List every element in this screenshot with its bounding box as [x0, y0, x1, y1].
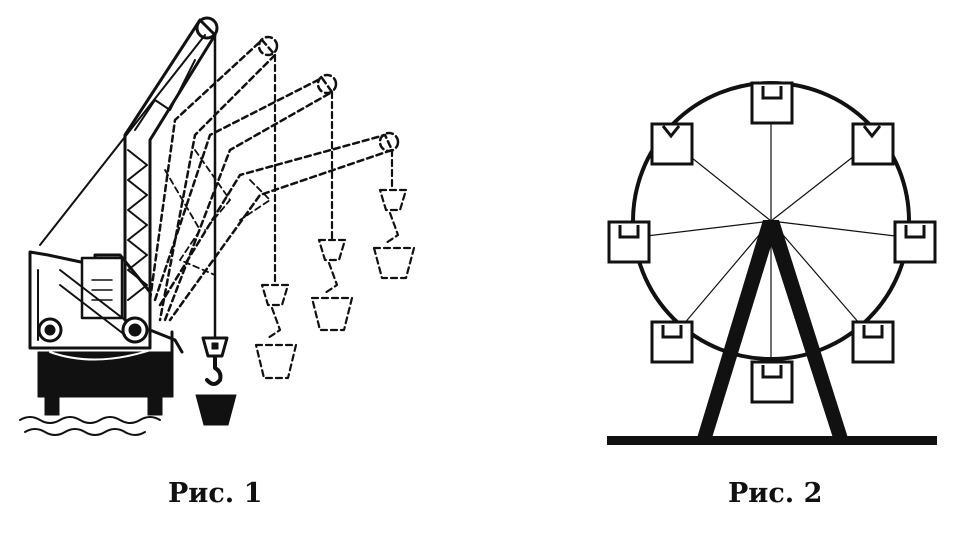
- crane-boom-dashed-positions: [148, 35, 400, 322]
- wheel-ground: [607, 436, 937, 445]
- crane-stay-cable: [39, 34, 206, 246]
- crane-hook-solid: [195, 33, 237, 426]
- ferris-wheel-figure: [607, 81, 937, 445]
- gondola: [750, 360, 794, 404]
- gondola: [851, 320, 895, 364]
- crane-figure: [19, 16, 416, 436]
- crane-boom-solid: [123, 16, 219, 322]
- figure-2-caption: Рис. 2: [728, 478, 823, 509]
- gondola: [750, 81, 794, 125]
- figure-1-caption: Рис. 1: [168, 478, 263, 509]
- crane-cabin: [28, 250, 184, 362]
- gondola: [893, 220, 937, 264]
- wheel-gondolas: [607, 81, 937, 404]
- gondola: [851, 122, 895, 166]
- gondola: [650, 320, 694, 364]
- gondola: [650, 122, 694, 166]
- crane-hook-dashed: [254, 53, 416, 380]
- wheel-support: [697, 220, 848, 438]
- water-waves: [19, 416, 161, 436]
- gondola: [607, 220, 651, 264]
- crane-base: [37, 344, 174, 416]
